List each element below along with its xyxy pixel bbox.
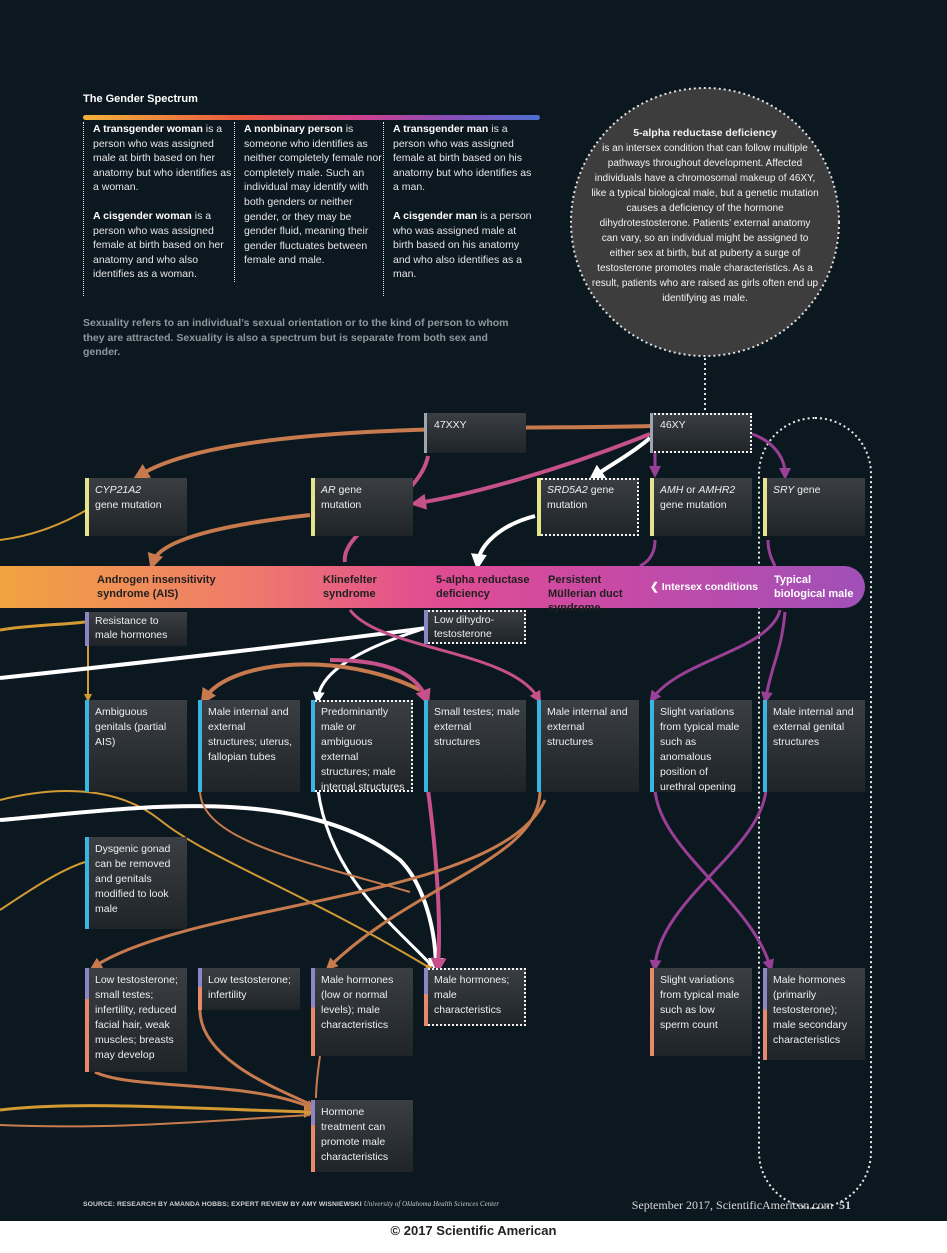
box-male-hormones: Male hormones; male characteristics (424, 968, 526, 1026)
sexuality-note: Sexuality refers to an individual’s sexu… (83, 317, 509, 359)
band-klinefelter: Klinefelter syndrome (323, 574, 377, 600)
flow-small-mh (426, 789, 447, 974)
flow-46xy-srd (588, 436, 652, 481)
flow-orange-left-6 (0, 1114, 311, 1128)
box-male-hormones-primarily: Male hormones (primarily testosterone); … (763, 968, 865, 1060)
box-low-testosterone-1: Low testosterone; small testes; infertil… (85, 968, 187, 1072)
definition-column-3: A transgender man is a person who was as… (383, 122, 533, 296)
def-cisgender-woman: A cisgender woman is a person who was as… (93, 209, 224, 281)
box-male-internal-external-1: Male internal and external structures (537, 700, 639, 792)
box-ambiguous-genitals: Ambiguous genitals (partial AIS) (85, 700, 187, 792)
band-intersex-label: ❮ Intersex conditions (650, 581, 759, 593)
definition-column-1: A transgender woman is a person who was … (83, 122, 233, 296)
pathway-diagram (0, 87, 872, 1209)
karyotype-46xy: 46XY (650, 413, 752, 453)
flow-gold-left-2 (0, 620, 86, 632)
flow-pmds-mie1 (348, 609, 542, 704)
page: The Gender Spectrum A transgender woman … (0, 0, 947, 1221)
box-slight-variations-1: Slight variations from typical male such… (650, 700, 752, 793)
box-low-testosterone-2: Low testosterone; infertility (198, 968, 300, 1010)
flow-malint-down (199, 789, 411, 893)
flow-gold-left-5 (0, 1104, 316, 1118)
band-5alpha: 5-alpha reductase deficiency (436, 574, 530, 600)
callout-text: 5-alpha reductase deficiency is an inter… (591, 126, 819, 306)
box-dysgenic-gonad: Dysgenic gonad can be removed and genita… (85, 837, 187, 929)
mutation-sry: SRY gene (763, 478, 865, 536)
def-cisgender-man: A cisgender man is a person who was assi… (393, 209, 532, 281)
flow-sry-typical (766, 539, 777, 567)
flow-gold-left-4 (0, 861, 86, 911)
flow-to-malint (200, 662, 421, 705)
band-pmds: Persistent Müllerian duct syndrome (548, 574, 623, 614)
flow-ar-ais (147, 513, 311, 570)
def-transgender-man: A transgender man is a person who was as… (393, 123, 532, 194)
box-male-hormones-low: Male hormones (low or normal levels); ma… (311, 968, 413, 1056)
box-male-internal-uterus: Male internal and external structures; u… (198, 700, 300, 792)
karyotype-47xxy: 47XXY (424, 413, 526, 453)
typical-male-outline (758, 417, 872, 1209)
flow-typical-mie2 (760, 611, 787, 704)
def-transgender-woman: A transgender woman is a person who was … (93, 123, 232, 194)
flow-to-lowtest1 (89, 799, 547, 970)
flow-white-left (0, 626, 428, 680)
box-male-internal-external-2: Male internal and external genital struc… (763, 700, 865, 792)
flow-46xy-cyp (133, 424, 651, 480)
flow-gold-left-3 (0, 790, 434, 971)
flow-mhlow-hormone (315, 1055, 321, 1099)
source-credit: SOURCE: RESEARCH BY AMANDA HOBBS; EXPERT… (83, 1201, 500, 1208)
flow-46xy-sry (751, 432, 791, 480)
page-title: The Gender Spectrum (83, 93, 198, 105)
band-ais: Androgen insensitivity syndrome (AIS) (97, 574, 216, 600)
flow-lowtest1-hormone (94, 1070, 318, 1112)
callout-circle (570, 87, 840, 357)
flow-typical-slight1 (649, 609, 782, 703)
flow-lowtest2-hormone (198, 1009, 313, 1107)
flow-gold-left-1 (0, 507, 91, 541)
title-gradient-rule (83, 115, 540, 120)
box-hormone-treatment: Hormone treatment can promote male chara… (311, 1100, 413, 1172)
flow-kline-small (329, 658, 431, 706)
box-low-dht: Low dihydro-testosterone (424, 610, 526, 644)
band-typical-male: Typical biological male (774, 574, 854, 600)
flow-slight1-mhprim (653, 789, 774, 972)
flow-white-big (0, 804, 444, 974)
box-resistance: Resistance to male hormones (85, 612, 187, 646)
def-nonbinary: A nonbinary person is someone who identi… (244, 123, 382, 267)
intersex-band (0, 566, 865, 608)
callout-title: 5-alpha reductase deficiency (633, 127, 777, 139)
flow-amh-pmds (639, 539, 657, 568)
definition-column-2: A nonbinary person is someone who identi… (234, 122, 384, 282)
callout-body: is an intersex condition that can follow… (591, 143, 819, 304)
box-slight-variations-2: Slight variations from typical male such… (650, 968, 752, 1056)
box-predominantly-male: Predominantly male or ambiguous external… (311, 700, 413, 793)
copyright: © 2017 Scientific American (390, 1223, 557, 1238)
flow-mie2-slight2 (649, 789, 768, 972)
flow-predom-mh (316, 789, 434, 967)
box-small-testes: Small testes; male external structures (424, 700, 526, 792)
flow-srd-alpha (470, 514, 536, 570)
flow-46xy-ar (410, 432, 651, 510)
chevron-left-icon: ❮ (650, 581, 659, 593)
